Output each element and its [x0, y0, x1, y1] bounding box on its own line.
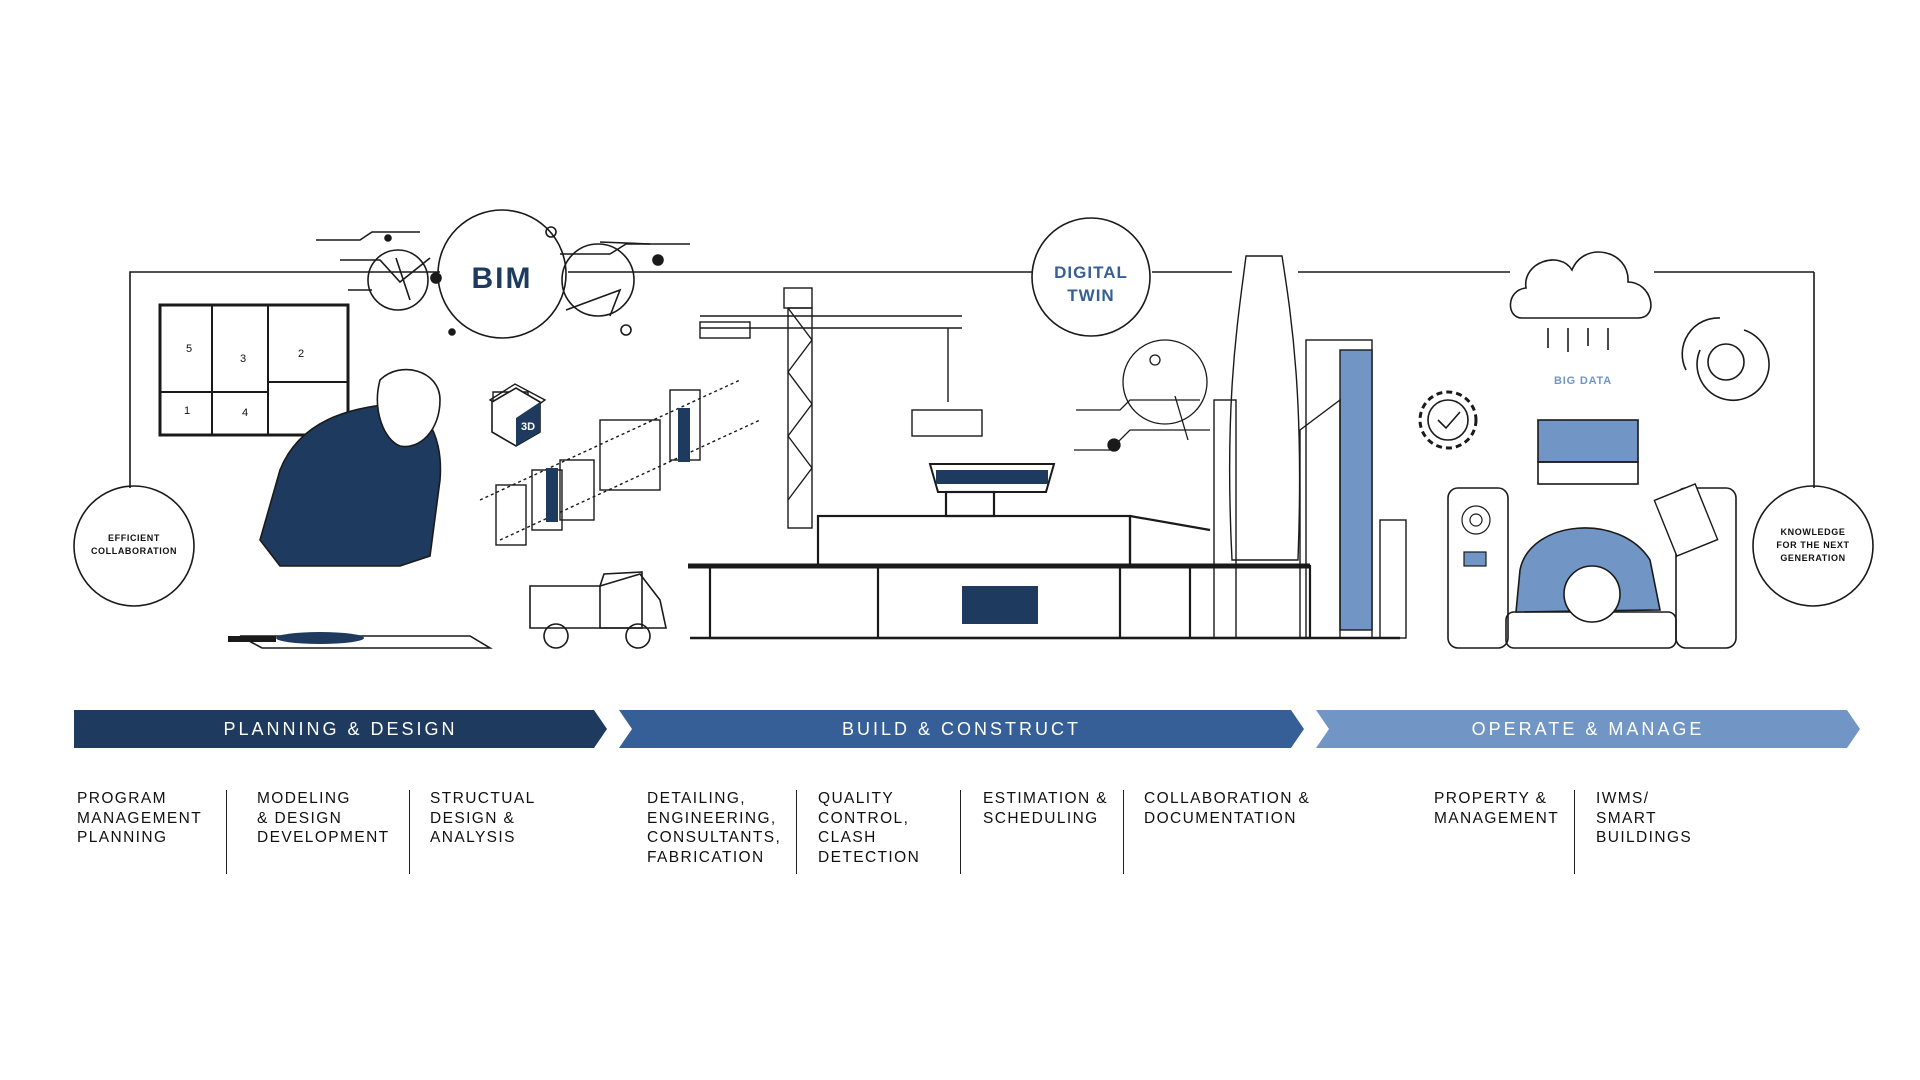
floorplan-room-labels: 5 3 2 1 4 [184, 343, 304, 419]
recycle-earth-icon [1681, 317, 1770, 402]
analyst-person [1515, 483, 1719, 623]
bim-label: BIM [472, 262, 533, 295]
room-number: 4 [242, 407, 248, 419]
efficient-collaboration-circle [73, 485, 195, 607]
sub-detailing-engineering: DETAILING, ENGINEERING, CONSULTANTS, FAB… [647, 790, 782, 866]
sub-program-management: PROGRAM MANAGEMENT PLANNING [77, 790, 203, 846]
truck-icon [529, 571, 667, 649]
big-data-label: BIG DATA [1554, 375, 1612, 387]
modular-components [479, 379, 761, 546]
divider [1574, 790, 1575, 874]
cloud-icon [1509, 251, 1652, 352]
divider [1123, 790, 1124, 874]
building-section [688, 463, 1400, 640]
phase-label: BUILD & CONSTRUCT [841, 718, 1081, 739]
digital-twin-circle [1031, 217, 1151, 337]
efficient-collab-label-2: COLLABORATION [91, 546, 177, 556]
digital-twin-label-1: DIGITAL [1054, 263, 1128, 282]
knowledge-label-1: KNOWLEDGE [1781, 527, 1846, 537]
skyline-towers [1213, 255, 1407, 639]
divider [796, 790, 797, 874]
sub-collaboration-documentation: COLLABORATION & DOCUMENTATION [1144, 790, 1311, 827]
crane-icon [699, 287, 983, 529]
side-items [1461, 505, 1491, 567]
room-number: 3 [240, 353, 246, 365]
connector-lines [129, 271, 1815, 488]
gear-check-icon [1418, 390, 1478, 450]
phase-planning-design: PLANNING & DESIGN [74, 710, 607, 748]
knowledge-circle [1752, 485, 1874, 607]
floorplan [158, 303, 350, 437]
efficient-collab-label-1: EFFICIENT [108, 533, 160, 543]
divider [409, 790, 410, 874]
designer-person [228, 368, 493, 649]
knowledge-label-3: GENERATION [1780, 553, 1845, 563]
room-number: 1 [184, 405, 190, 417]
phase-operate-manage: OPERATE & MANAGE [1316, 710, 1860, 748]
phase-arrow-shape [1316, 710, 1860, 748]
divider [960, 790, 961, 874]
sub-iwms-smart-buildings: IWMS/ SMART BUILDINGS [1596, 790, 1693, 846]
sub-estimation-scheduling: ESTIMATION & SCHEDULING [983, 790, 1109, 827]
bim-hub [316, 209, 690, 339]
digital-twin-label-2: TWIN [1067, 286, 1114, 305]
divider [226, 790, 227, 874]
phase-build-construct: BUILD & CONSTRUCT [619, 710, 1304, 748]
sub-structural-design: STRUCTUAL DESIGN & ANALYSIS [430, 790, 536, 846]
knowledge-label-2: FOR THE NEXT [1776, 540, 1849, 550]
phase-arrow-shape [619, 710, 1304, 748]
room-number: 5 [186, 343, 192, 355]
phase-label: OPERATE & MANAGE [1471, 718, 1705, 739]
phase-label: PLANNING & DESIGN [223, 718, 458, 739]
sub-property-management: PROPERTY & MANAGEMENT [1434, 790, 1560, 827]
room-number: 2 [298, 348, 304, 360]
phase-arrow-shape [74, 710, 607, 748]
badge-3d-label: 3D [521, 421, 535, 433]
laptop-icon [1447, 419, 1737, 649]
network-lines [1074, 339, 1210, 452]
sub-quality-control: QUALITY CONTROL, CLASH DETECTION [818, 790, 921, 866]
sub-modeling-design: MODELING & DESIGN DEVELOPMENT [257, 790, 390, 846]
accent-fills [491, 387, 1048, 624]
